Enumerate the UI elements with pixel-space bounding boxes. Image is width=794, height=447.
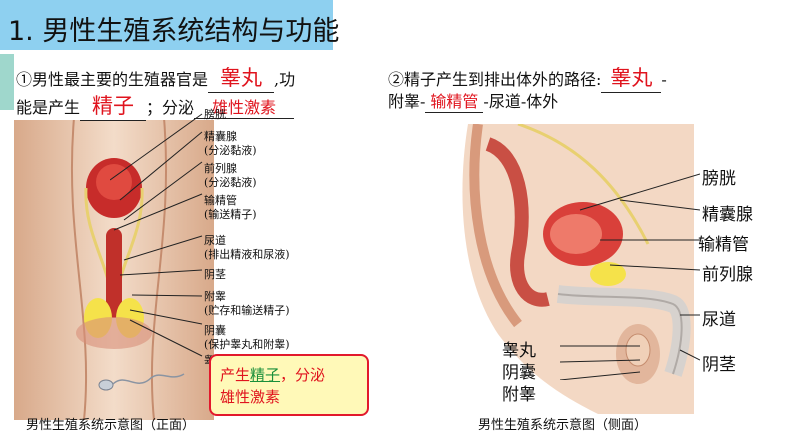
point-1: ①男性最主要的生殖器官是睾丸,功 能是产生精子；分泌雄性激素 <box>14 54 369 121</box>
side-leader-lines <box>560 173 700 380</box>
front-leader-lines <box>110 113 203 357</box>
front-label-prostate-desc: (分泌黏液) <box>204 176 257 189</box>
page-title: 1. 男性生殖系统结构与功能 <box>8 16 340 47</box>
front-label-seminal-vesicle-desc: (分泌黏液) <box>204 144 257 157</box>
callout-line2: 雄性激素 <box>220 388 281 406</box>
front-label-epididymis-desc: (贮存和输送精子) <box>204 304 290 317</box>
point-2: ②精子产生到排出体外的路径:睾丸- 附睾-输精管-尿道-体外 <box>384 58 764 118</box>
side-label-prostate: 前列腺 <box>702 265 753 285</box>
side-label-testis: 睾丸 <box>502 341 536 361</box>
front-view-illustration <box>14 118 214 420</box>
sperm-icon <box>98 373 185 391</box>
side-label-epididymis: 附睾 <box>502 385 536 405</box>
point2-answer-vas-deferens: 输精管 <box>425 88 484 113</box>
point2-line2-prefix: 附睾- <box>388 92 426 111</box>
point2-answer-testis: 睾丸 <box>601 62 662 93</box>
point1-answer-sperm: 精子 <box>80 90 147 121</box>
front-label-urethra-desc: (排出精液和尿液) <box>204 248 290 261</box>
front-label-prostate: 前列腺 <box>204 162 237 175</box>
front-label-epididymis: 附睾 <box>204 290 226 303</box>
front-label-scrotum: 阴囊 <box>204 324 226 337</box>
callout-mid: ，分泌 <box>280 366 326 384</box>
callout-sperm-link[interactable]: 精子 <box>250 366 281 384</box>
point1-line2-mid: ；分泌 <box>146 98 195 117</box>
point1-suffix: ,功 <box>274 70 296 89</box>
side-label-urethra: 尿道 <box>702 310 736 330</box>
front-label-bladder: 膀胱 <box>204 108 226 121</box>
front-label-vas-deferens: 输精管 <box>204 194 237 207</box>
point1-line2-prefix: 能是产生 <box>16 98 81 117</box>
front-label-urethra: 尿道 <box>204 234 226 247</box>
point2-suffix: - <box>661 70 667 89</box>
point2-line2-suffix: -尿道-体外 <box>483 92 559 111</box>
front-label-penis: 阴茎 <box>204 268 226 281</box>
front-label-scrotum-desc: (保护睾丸和附睾) <box>204 338 290 351</box>
side-label-penis: 阴茎 <box>702 355 736 375</box>
point2-prefix: ②精子产生到排出体外的路径: <box>388 70 602 89</box>
callout-prefix: 产生 <box>220 366 251 384</box>
accent-strip <box>0 54 14 110</box>
point1-prefix: ①男性最主要的生殖器官是 <box>16 70 209 89</box>
front-label-vas-deferens-desc: (输送精子) <box>204 208 257 221</box>
caption-side: 男性生殖系统示意图（侧面） <box>478 418 648 433</box>
point1-answer-hormone: 雄性激素 <box>194 94 295 119</box>
side-label-vas-deferens: 输精管 <box>698 235 749 255</box>
side-label-seminal-vesicle: 精囊腺 <box>702 205 753 225</box>
point1-answer-organ: 睾丸 <box>208 62 275 93</box>
caption-front: 男性生殖系统示意图（正面） <box>26 418 196 433</box>
side-label-scrotum: 阴囊 <box>502 363 536 383</box>
title-bar <box>0 0 333 50</box>
side-label-bladder: 膀胱 <box>702 169 736 189</box>
front-label-seminal-vesicle: 精囊腺 <box>204 130 237 143</box>
testis-function-callout: 产生精子，分泌 雄性激素 <box>209 354 369 416</box>
side-view-illustration <box>462 124 694 414</box>
